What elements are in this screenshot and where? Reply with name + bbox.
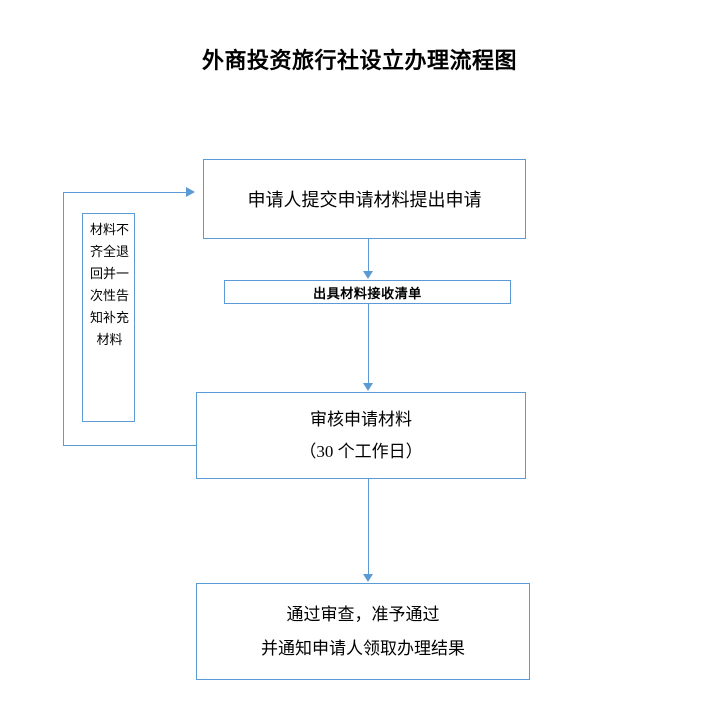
flow-node-review-line1: 审核申请材料 (310, 409, 412, 429)
flow-node-return-note: 材料不齐全退回并一次性告知补充材料 (82, 213, 135, 422)
connector-receipt-review-line (368, 304, 369, 384)
flow-node-apply-label: 申请人提交申请材料提出申请 (247, 190, 482, 210)
connector-feedback-bottom (63, 445, 196, 446)
flow-node-receipt-label: 出具材料接收清单 (313, 285, 422, 301)
arrow-right-icon (186, 187, 195, 197)
page-title: 外商投资旅行社设立办理流程图 (201, 48, 517, 73)
flow-node-review-line2: （30 个工作日） (299, 441, 423, 461)
arrow-down-icon (363, 383, 373, 391)
flow-node-result: 通过审查，准予通过 并通知申请人领取办理结果 (196, 583, 530, 680)
connector-feedback-left (63, 192, 64, 446)
arrow-down-icon (363, 271, 373, 279)
flow-node-result-line1: 通过审查，准予通过 (286, 604, 440, 624)
flow-node-receipt: 出具材料接收清单 (224, 280, 511, 304)
flow-node-apply: 申请人提交申请材料提出申请 (203, 159, 526, 239)
arrow-down-icon (363, 574, 373, 582)
connector-feedback-top (63, 192, 187, 193)
flow-node-return-note-label: 材料不齐全退回并一次性告知补充材料 (89, 222, 129, 347)
flow-node-result-line2: 并通知申请人领取办理结果 (261, 638, 465, 658)
connector-review-result-line (368, 479, 369, 575)
flow-node-review: 审核申请材料 （30 个工作日） (196, 392, 526, 479)
connector-apply-receipt-line (368, 239, 369, 272)
